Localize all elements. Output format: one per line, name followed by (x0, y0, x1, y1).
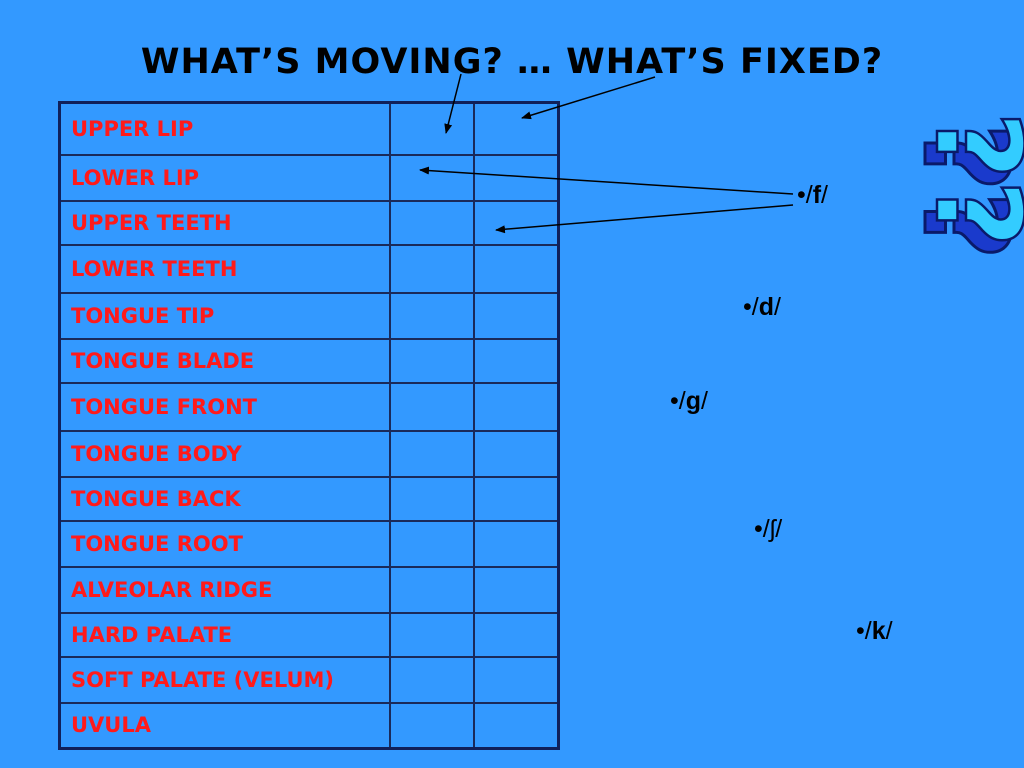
fixed-cell (473, 381, 560, 432)
moving-cell (389, 519, 475, 568)
articulator-label: UVULA (58, 701, 391, 750)
sound-k: •/k/ (856, 617, 893, 645)
fixed-cell (473, 519, 560, 568)
table-row: TONGUE ROOT (58, 519, 560, 568)
table-row: UPPER LIP (58, 101, 560, 156)
table-row: ALVEOLAR RIDGE (58, 565, 560, 614)
svg-text:??: ?? (909, 111, 1024, 248)
moving-cell (389, 291, 475, 340)
bullet: • (670, 387, 679, 415)
moving-cell (389, 337, 475, 384)
question-marks-icon: ?? ?? (896, 110, 1024, 262)
moving-cell (389, 153, 475, 202)
moving-cell (389, 243, 475, 294)
fixed-cell (473, 611, 560, 658)
moving-cell (389, 701, 475, 750)
fixed-cell (473, 337, 560, 384)
table-row: LOWER TEETH (58, 243, 560, 294)
table-row: TONGUE BACK (58, 475, 560, 522)
table-row: TONGUE FRONT (58, 381, 560, 432)
moving-cell (389, 611, 475, 658)
fixed-cell (473, 429, 560, 478)
articulator-label: UPPER LIP (58, 101, 391, 156)
articulator-label: ALVEOLAR RIDGE (58, 565, 391, 614)
sound-d: •/d/ (743, 293, 781, 321)
moving-cell (389, 475, 475, 522)
articulator-label: LOWER TEETH (58, 243, 391, 294)
table-row: TONGUE BODY (58, 429, 560, 478)
articulator-label: TONGUE TIP (58, 291, 391, 340)
sound-f: •/f/ (797, 181, 828, 209)
table-row: LOWER LIP (58, 153, 560, 202)
fixed-cell (473, 701, 560, 750)
articulator-label: LOWER LIP (58, 153, 391, 202)
phoneme-symbol: d (758, 293, 774, 321)
moving-cell (389, 381, 475, 432)
arrow-fixed (521, 76, 656, 120)
sound-esh: •/ʃ/ (754, 515, 783, 543)
arrow-f-to-upper-teeth (495, 204, 794, 234)
articulator-label: TONGUE FRONT (58, 381, 391, 432)
table-row: TONGUE TIP (58, 291, 560, 340)
articulator-label: SOFT PALATE (VELUM) (58, 655, 391, 704)
fixed-cell (473, 243, 560, 294)
fixed-cell (473, 291, 560, 340)
table-row: TONGUE BLADE (58, 337, 560, 384)
moving-cell (389, 101, 475, 156)
table-row: HARD PALATE (58, 611, 560, 658)
page-title: WHAT’S MOVING? … WHAT’S FIXED? (140, 42, 884, 82)
articulator-label: UPPER TEETH (58, 199, 391, 246)
phoneme-symbol: g (685, 387, 701, 415)
phoneme-symbol: f (812, 181, 822, 209)
moving-cell (389, 199, 475, 246)
articulator-label: TONGUE BODY (58, 429, 391, 478)
articulator-label: TONGUE ROOT (58, 519, 391, 568)
articulator-label: TONGUE BLADE (58, 337, 391, 384)
fixed-cell (473, 655, 560, 704)
table-row: UVULA (58, 701, 560, 750)
phoneme-symbol: ʃ (769, 515, 776, 543)
bullet: • (797, 181, 806, 209)
moving-cell (389, 655, 475, 704)
phoneme-symbol: k (871, 617, 886, 645)
articulator-label: HARD PALATE (58, 611, 391, 658)
arrow-f-to-lower-lip (419, 166, 794, 195)
fixed-cell (473, 475, 560, 522)
svg-text:??: ?? (897, 123, 1024, 260)
bullet: • (743, 293, 752, 321)
bullet: • (754, 515, 763, 543)
bullet: • (856, 617, 865, 645)
fixed-cell (473, 199, 560, 246)
articulator-label: TONGUE BACK (58, 475, 391, 522)
table-row: UPPER TEETH (58, 199, 560, 246)
arrow-moving (444, 73, 462, 134)
fixed-cell (473, 565, 560, 614)
moving-cell (389, 565, 475, 614)
sound-g: •/g/ (670, 387, 708, 415)
table-row: SOFT PALATE (VELUM) (58, 655, 560, 704)
moving-cell (389, 429, 475, 478)
